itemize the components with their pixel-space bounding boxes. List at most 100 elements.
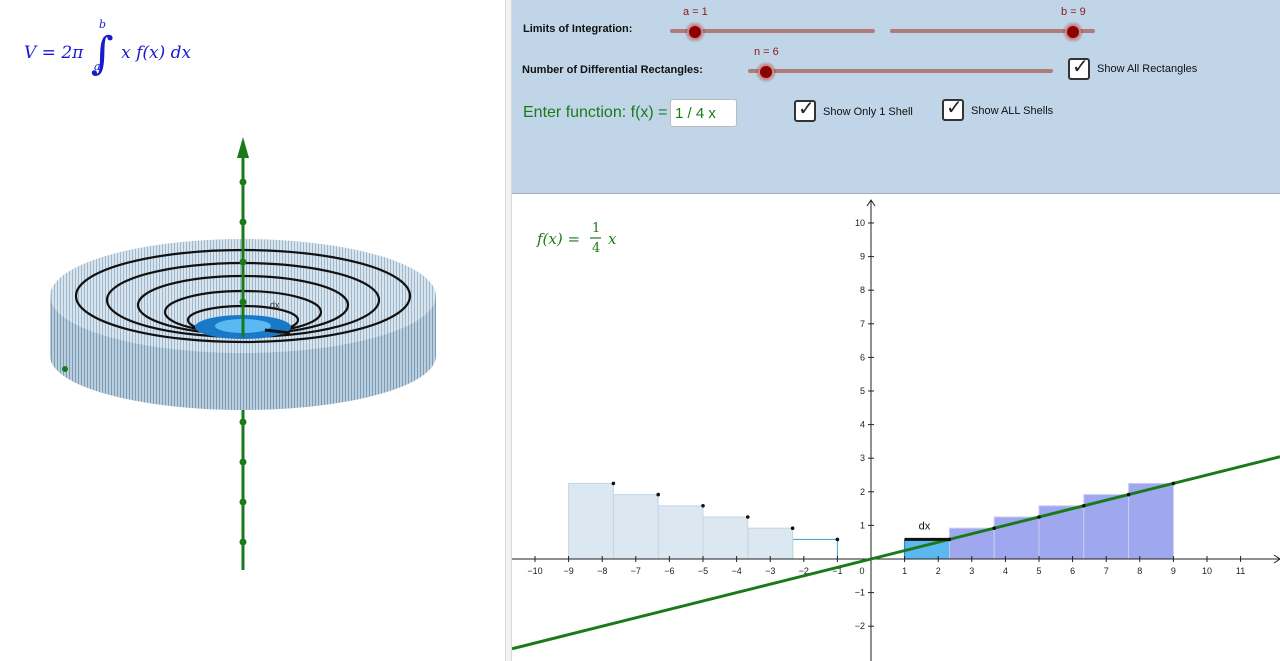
n-slider-track[interactable] <box>748 69 1053 73</box>
axis-arrow-icon <box>237 137 249 158</box>
x-tick-label: 5 <box>1036 566 1041 576</box>
axis-tick-dot <box>239 538 247 546</box>
axis-tick-dot <box>239 218 247 226</box>
y-tick-label: 5 <box>860 386 865 396</box>
sample-point <box>745 515 750 519</box>
sample-point <box>790 526 795 530</box>
x-tick-label: 11 <box>1236 566 1245 576</box>
show-all-shells-label[interactable]: Show ALL Shells <box>971 105 1054 117</box>
x-tick-label: −4 <box>731 566 741 576</box>
function-line <box>512 455 1280 651</box>
x-tick-label: −8 <box>597 566 607 576</box>
a-slider-value: a = 1 <box>683 6 708 18</box>
x-tick-label: −9 <box>563 566 573 576</box>
y-tick-label: 2 <box>860 487 865 497</box>
x-tick-label: 7 <box>1104 566 1109 576</box>
n-slider-knob[interactable] <box>758 64 774 80</box>
axis-tick-dot <box>239 178 247 186</box>
function-input[interactable] <box>670 99 737 127</box>
solid-of-revolution[interactable]: dx <box>0 0 505 661</box>
y-tick-label: 8 <box>860 285 865 295</box>
x-tick-label: 10 <box>1202 566 1212 576</box>
sample-point <box>656 492 661 497</box>
b-slider-knob[interactable] <box>1065 24 1081 40</box>
function-label-var: x <box>608 230 617 248</box>
y-tick-label: 10 <box>855 218 865 228</box>
y-tick-label: 3 <box>860 453 865 463</box>
mirrored-rectangle <box>702 516 749 560</box>
function-label-lhs: f(x) = <box>536 230 580 248</box>
b-slider-track[interactable] <box>890 29 1095 33</box>
lower-limit: a <box>94 60 101 73</box>
3d-view-panel[interactable]: V = 2π ∫ b a x f(x) dx <box>0 0 505 661</box>
show-one-shell-label[interactable]: Show Only 1 Shell <box>823 106 913 118</box>
n-slider-value: n = 6 <box>754 46 779 58</box>
graph-function-label: f(x) = 1 4 x <box>536 221 617 256</box>
sample-point <box>1126 492 1131 497</box>
x-tick-label: −10 <box>527 566 542 576</box>
sample-point <box>1081 504 1086 508</box>
x-tick-label: 6 <box>1070 566 1075 576</box>
limits-label: Limits of Integration: <box>523 23 633 35</box>
x-tick-label: −1 <box>832 566 842 576</box>
check-icon: ✓ <box>1072 56 1089 78</box>
a-slider-knob[interactable] <box>687 24 703 40</box>
x-tick-label: 4 <box>1003 566 1008 576</box>
y-tick-label: −1 <box>855 588 865 598</box>
rectangles-label: Number of Differential Rectangles: <box>522 64 703 76</box>
axis-tick-dot <box>239 298 247 306</box>
mirrored-rectangles <box>568 482 838 560</box>
y-tick-label: −2 <box>855 621 865 631</box>
function-input-label: Enter function: f(x) = <box>523 104 668 121</box>
x-axis-arrow-icon <box>1273 554 1280 564</box>
show-one-shell-checkbox[interactable]: ✓ <box>794 98 816 122</box>
x-tick-label: −7 <box>631 566 641 576</box>
a-slider-track[interactable] <box>670 29 875 33</box>
x-tick-label: −6 <box>664 566 674 576</box>
axis-tick-dot <box>239 258 247 266</box>
axis-tick-dot <box>239 418 247 426</box>
sample-point <box>1037 515 1041 519</box>
y-tick-label: 9 <box>860 252 865 262</box>
y-axis-arrow-icon <box>866 199 876 207</box>
volume-formula: V = 2π ∫ b a x f(x) dx <box>24 18 192 79</box>
origin-label: 0 <box>859 566 864 576</box>
b-slider-value: b = 9 <box>1061 6 1086 18</box>
axis-tick-dot <box>62 366 68 372</box>
axis-tick-dot <box>239 458 247 466</box>
dx-segment-3d <box>264 328 291 335</box>
show-all-rectangles-checkbox[interactable]: ✓ <box>1068 56 1090 80</box>
dx-label-3d: dx <box>270 300 280 310</box>
sample-point <box>992 526 997 530</box>
show-all-shells-checkbox[interactable]: ✓ <box>942 97 964 121</box>
y-tick-label: 4 <box>860 420 865 430</box>
mirrored-rectangle <box>568 482 614 560</box>
sample-point <box>1171 481 1176 486</box>
mirrored-rectangle <box>657 505 704 560</box>
x-tick-label: 9 <box>1171 566 1176 576</box>
function-line-group <box>512 455 1280 651</box>
check-icon: ✓ <box>798 98 815 120</box>
axes <box>512 199 1280 661</box>
check-icon: ✓ <box>946 97 963 119</box>
x-tick-label: −5 <box>698 566 708 576</box>
show-all-rectangles-label[interactable]: Show All Rectangles <box>1097 63 1198 75</box>
sample-point <box>835 537 840 542</box>
x-tick-label: 3 <box>969 566 974 576</box>
axis-tick-dot <box>239 498 247 506</box>
riemann-rectangle <box>1128 482 1174 560</box>
function-label-num: 1 <box>592 221 600 236</box>
x-tick-label: 8 <box>1137 566 1142 576</box>
upper-limit: b <box>99 18 107 31</box>
dx-label: dx <box>919 520 931 532</box>
x-tick-label: −2 <box>799 566 809 576</box>
integrand: x f(x) dx <box>121 43 192 63</box>
pane-divider[interactable] <box>505 0 512 661</box>
sample-points <box>611 481 1176 542</box>
integral-sign: ∫ <box>90 28 114 79</box>
sample-point <box>611 481 616 486</box>
control-panel: Limits of Integration: a = 1 b = 9 Numbe… <box>512 0 1280 193</box>
